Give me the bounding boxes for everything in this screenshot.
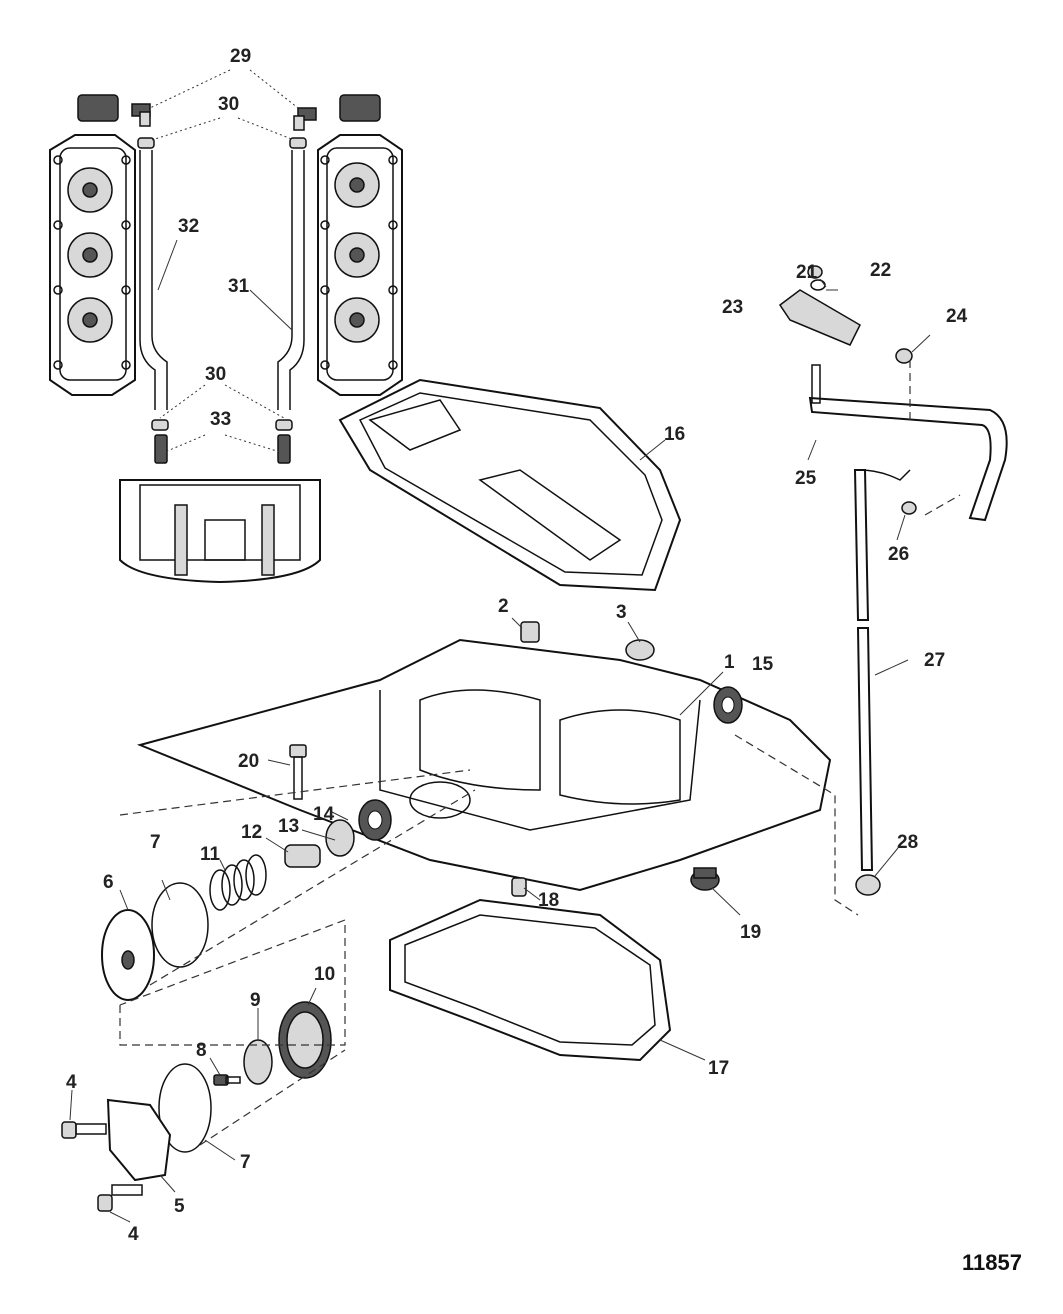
part-23-bracket — [778, 289, 861, 346]
adaptor-plate-1 — [136, 638, 832, 892]
part-21-nut — [807, 265, 823, 279]
part-18-dowel — [511, 877, 527, 897]
part-2-sleeve — [520, 621, 540, 643]
callout-32: 32 — [178, 216, 199, 237]
callout-labels: 29 30 32 31 30 33 16 21 22 23 24 25 26 2… — [66, 46, 1022, 1275]
callout-12: 12 — [241, 822, 262, 843]
water-tube-right — [275, 137, 307, 431]
callout-30-top: 30 — [218, 94, 239, 115]
part-5-cover — [106, 1098, 172, 1182]
callout-22: 22 — [870, 260, 891, 281]
callout-6: 6 — [103, 872, 114, 893]
part-13-ring — [325, 819, 355, 857]
callout-7-lower: 7 — [240, 1152, 251, 1173]
gasket-17 — [389, 898, 672, 1062]
callout-24: 24 — [946, 306, 968, 327]
callout-1: 1 — [724, 652, 735, 673]
thermostat-housing-right — [293, 94, 381, 131]
callout-17: 17 — [708, 1058, 729, 1079]
part-10-diaphragm — [278, 1001, 332, 1079]
part-12-valve — [284, 844, 321, 868]
part-19-grommet — [690, 867, 720, 891]
part-25-shift-lever — [808, 364, 1008, 522]
part-28-bushing — [855, 874, 881, 896]
part-7-gasket-lower — [158, 1063, 212, 1153]
part-15-seal — [713, 686, 743, 724]
callout-31: 31 — [228, 276, 250, 297]
callout-14: 14 — [313, 804, 335, 825]
callout-8: 8 — [196, 1040, 207, 1061]
callout-19: 19 — [740, 922, 761, 943]
part-7-gasket-upper — [151, 882, 209, 968]
gasket-16 — [338, 378, 682, 592]
part-24-nut — [895, 348, 913, 364]
part-26-nut — [901, 501, 917, 515]
callout-15: 15 — [752, 654, 774, 675]
callout-23: 23 — [722, 297, 743, 318]
fittings-33 — [154, 434, 291, 464]
exhaust-cover — [119, 479, 321, 584]
figure-number: 11857 — [962, 1250, 1022, 1275]
callout-33: 33 — [210, 409, 231, 430]
part-3-fitting — [625, 639, 655, 661]
callout-2: 2 — [498, 596, 509, 617]
callout-16: 16 — [664, 424, 685, 445]
callout-5: 5 — [174, 1196, 185, 1217]
callout-3: 3 — [616, 602, 627, 623]
part-6-cover — [101, 909, 155, 1001]
cylinder-head-right — [317, 134, 403, 396]
callout-27: 27 — [924, 650, 945, 671]
cylinder-head-left — [49, 134, 136, 396]
callout-4-upper: 4 — [66, 1072, 77, 1093]
callout-28: 28 — [897, 832, 918, 853]
callout-30-bottom: 30 — [205, 364, 226, 385]
part-14-seal — [358, 799, 392, 841]
part-9-plate — [243, 1039, 273, 1085]
callout-13: 13 — [278, 816, 299, 837]
leader-lines — [69, 69, 961, 1223]
callout-4-lower: 4 — [128, 1224, 139, 1245]
part-8-screw — [213, 1074, 241, 1086]
part-11-spring — [209, 854, 267, 911]
part-20-bolt — [289, 744, 307, 800]
callout-9: 9 — [250, 990, 261, 1011]
callout-21: 21 — [796, 262, 818, 283]
callout-18: 18 — [538, 890, 559, 911]
part-27-shift-rod — [853, 469, 911, 871]
callout-29: 29 — [230, 46, 251, 67]
callout-7-upper: 7 — [150, 832, 161, 853]
water-tube-left — [137, 137, 169, 431]
thermostat-housing-left — [77, 94, 151, 127]
callout-11: 11 — [200, 844, 221, 865]
callout-20: 20 — [238, 751, 259, 772]
callout-10: 10 — [314, 964, 335, 985]
callout-26: 26 — [888, 544, 909, 565]
callout-25: 25 — [795, 468, 817, 489]
part-4-bolts — [61, 1121, 143, 1212]
